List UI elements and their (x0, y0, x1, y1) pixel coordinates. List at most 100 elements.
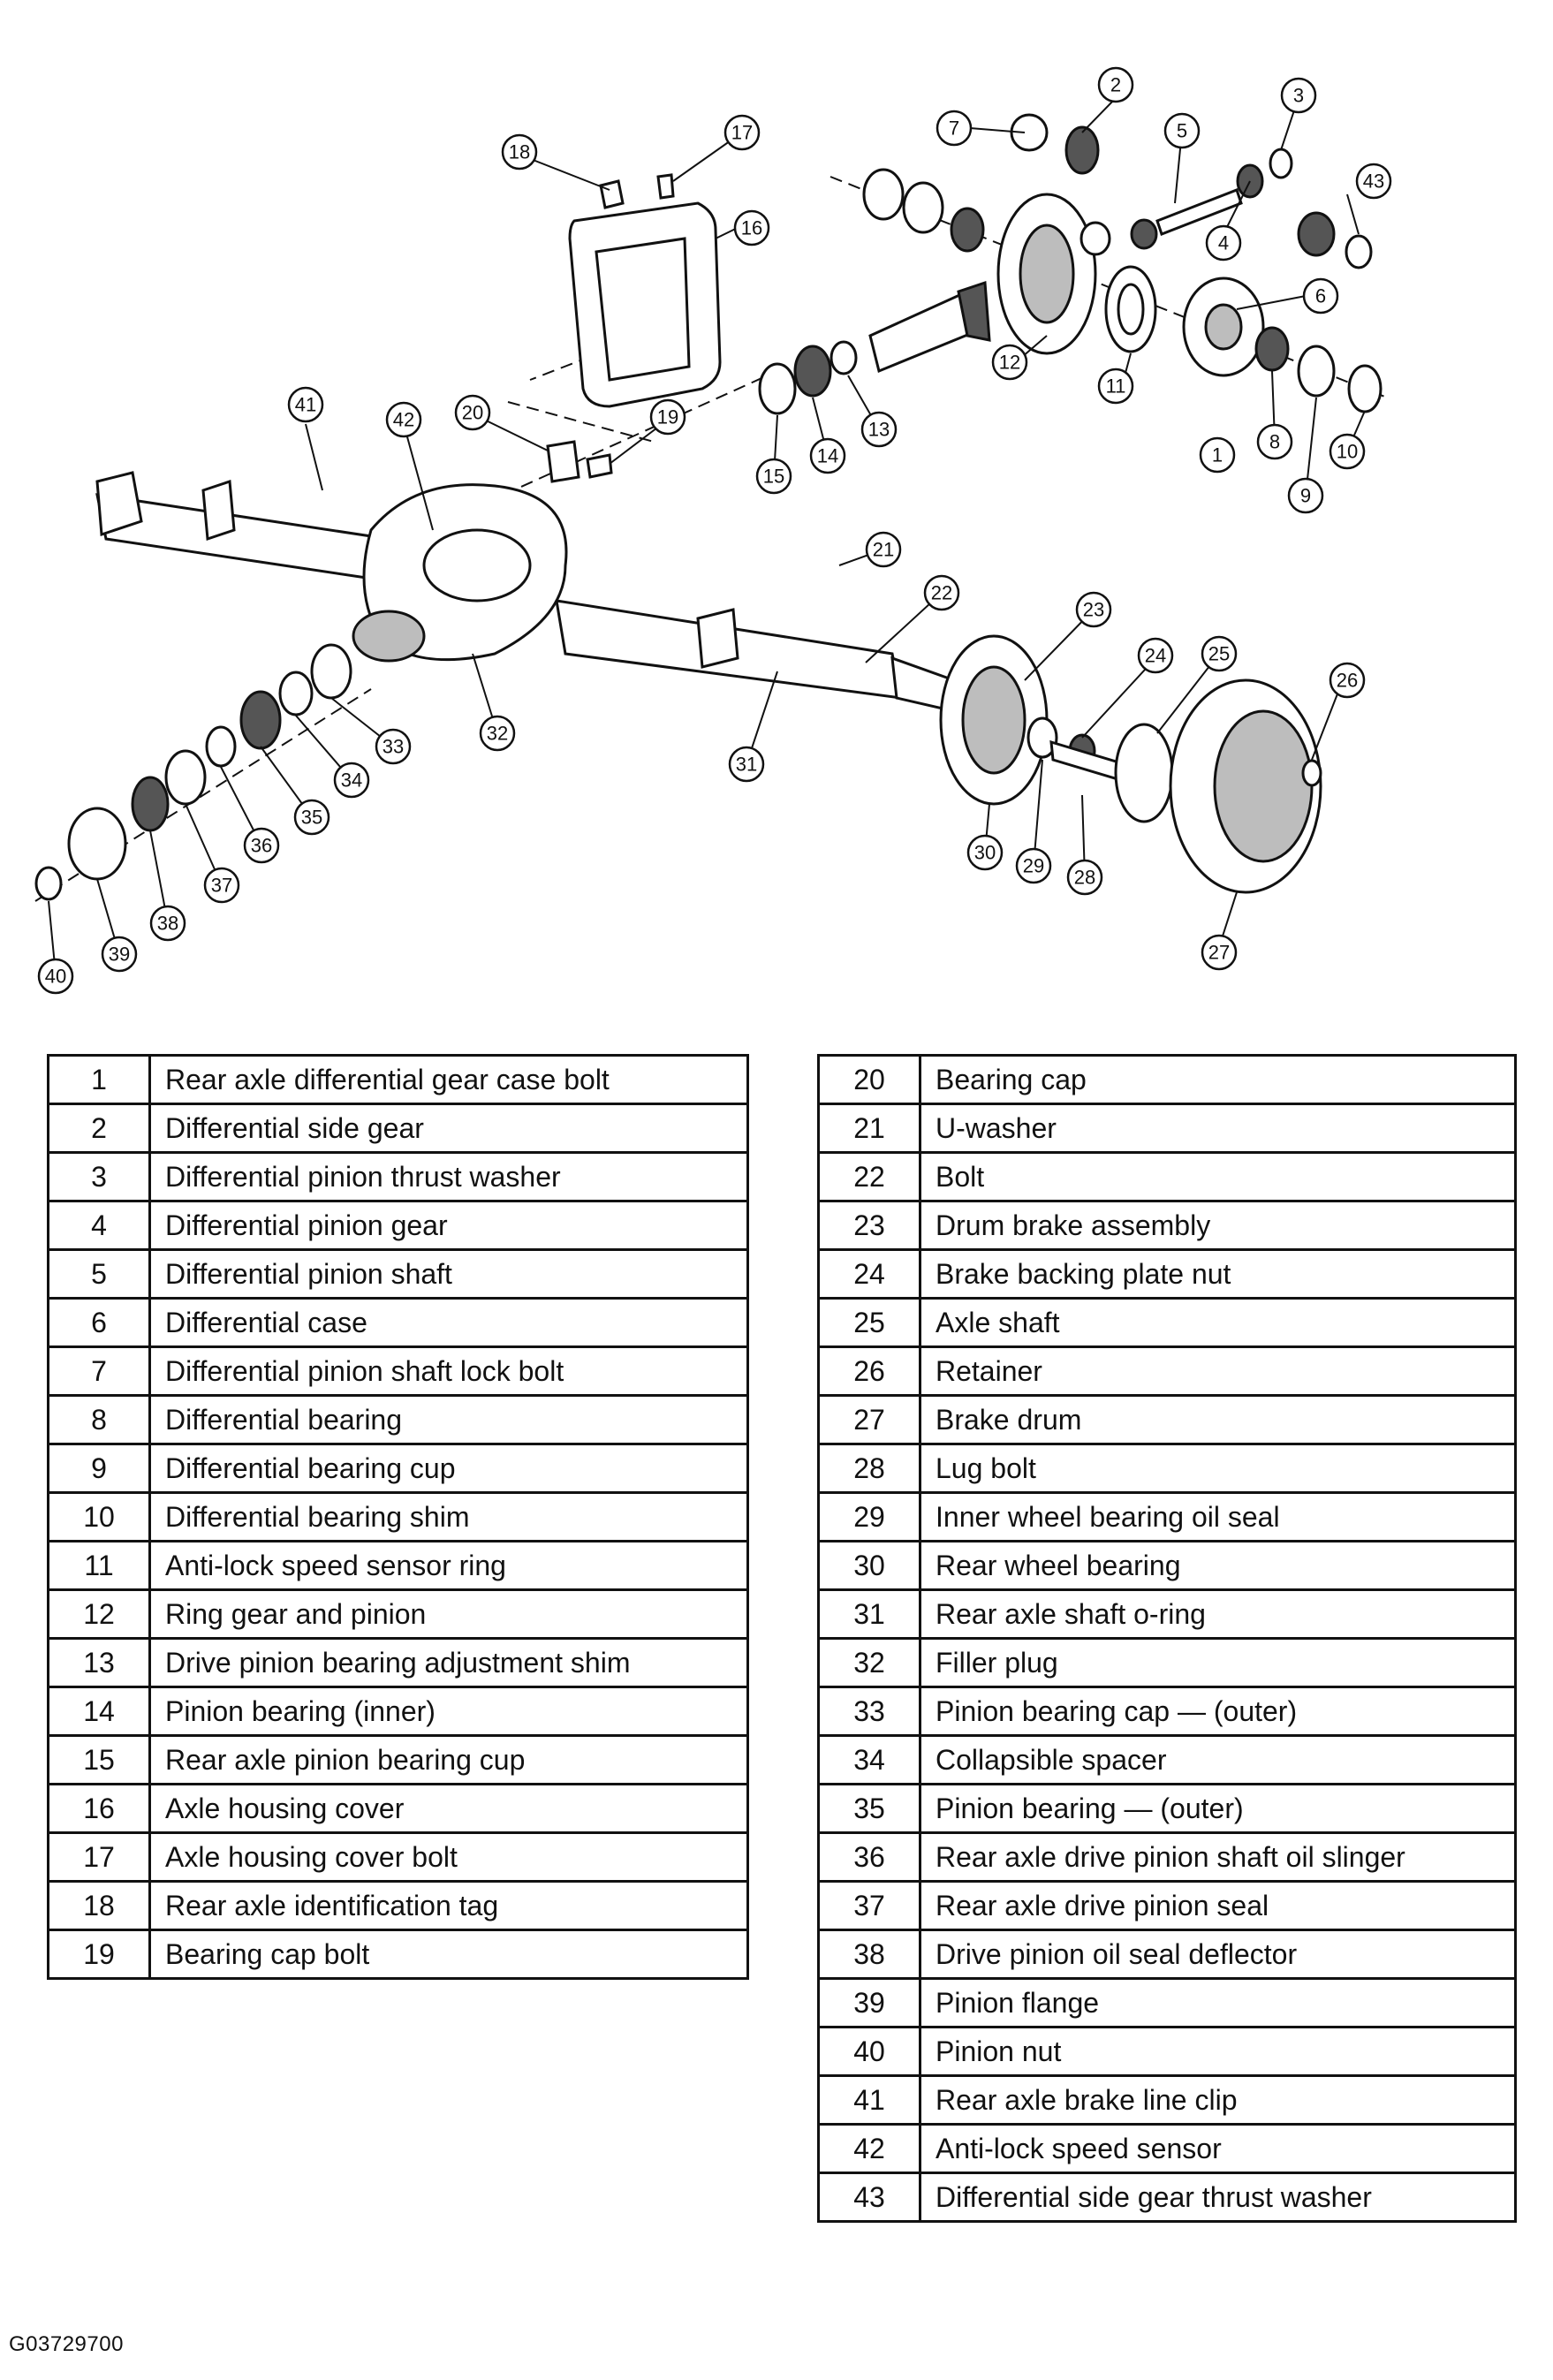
differential-case (1182, 277, 1265, 377)
part-number: 12 (47, 1588, 151, 1640)
callout-circle (287, 386, 324, 423)
callout-circle (1287, 477, 1324, 514)
callout-29: 29 (1015, 847, 1052, 884)
callout-number: 18 (509, 141, 530, 163)
callout-circle (1205, 224, 1242, 261)
part-description: Rear axle drive pinion shaft oil slinger (919, 1831, 1517, 1883)
callout-number: 13 (868, 419, 890, 441)
callout-number: 16 (741, 217, 762, 239)
callout-circle (809, 437, 846, 474)
part-number: 9 (47, 1443, 151, 1494)
callout-41: 41 (287, 386, 324, 423)
callout-24: 24 (1137, 637, 1174, 674)
callout-circle (649, 398, 686, 436)
callout-26: 26 (1329, 662, 1366, 699)
callout-number: 29 (1023, 855, 1044, 877)
callout-circle (1137, 637, 1174, 674)
callout-2: 2 (1097, 66, 1134, 103)
callout-circle (1280, 77, 1317, 114)
part-description: Bearing cap (919, 1054, 1517, 1105)
callout-circle (101, 936, 138, 973)
exploded-axle-diagram: 1234567891011121314151617181920212223242… (34, 66, 1392, 995)
part-number: 22 (817, 1151, 921, 1202)
part-number: 34 (817, 1734, 921, 1785)
callout-circle (243, 827, 280, 864)
callout-circle (385, 401, 422, 438)
callout-number: 23 (1083, 599, 1104, 621)
part-description: Differential case (148, 1297, 749, 1348)
callout-circle (454, 394, 491, 431)
part-description: Differential side gear thrust washer (919, 2172, 1517, 2223)
part-description: U-washer (919, 1103, 1517, 1154)
part-description: Differential pinion shaft (148, 1248, 749, 1300)
callout-number: 11 (1106, 375, 1126, 398)
callout-40: 40 (37, 958, 74, 995)
part-number: 11 (47, 1540, 151, 1591)
part-number: 36 (817, 1831, 921, 1883)
callout-circle (1199, 436, 1236, 474)
part-number: 14 (47, 1686, 151, 1737)
callout-number: 14 (817, 445, 838, 467)
callout-10: 10 (1329, 433, 1366, 470)
part-description: Rear axle differential gear case bolt (148, 1054, 749, 1105)
callout-number: 4 (1218, 232, 1229, 254)
callout-number: 27 (1208, 942, 1230, 964)
callout-28: 28 (1066, 859, 1103, 896)
callout-number: 8 (1269, 431, 1280, 453)
callout-20: 20 (454, 394, 491, 431)
callout-number: 17 (731, 122, 753, 144)
callout-number: 2 (1110, 74, 1121, 96)
part-description: Retainer (919, 1345, 1517, 1397)
part-description: Brake backing plate nut (919, 1248, 1517, 1300)
callout-number: 36 (251, 835, 272, 857)
callout-12: 12 (991, 344, 1028, 381)
callout-11: 11 (1097, 368, 1134, 405)
part-number: 26 (817, 1345, 921, 1397)
callout-number: 37 (211, 875, 232, 897)
callout-5: 5 (1163, 112, 1201, 149)
part-description: Drum brake assembly (919, 1200, 1517, 1251)
part-description: Axle housing cover (148, 1783, 749, 1834)
part-number: 21 (817, 1103, 921, 1154)
part-number: 4 (47, 1200, 151, 1251)
part-description: Rear axle pinion bearing cup (148, 1734, 749, 1785)
part-number: 33 (817, 1686, 921, 1737)
axle-housing (95, 471, 956, 713)
callout-3: 3 (1280, 77, 1317, 114)
callout-42: 42 (385, 401, 422, 438)
part-description: Differential bearing shim (148, 1491, 749, 1542)
part-description: Rear wheel bearing (919, 1540, 1517, 1591)
callout-circle (479, 715, 516, 752)
callout-number: 42 (393, 409, 414, 431)
part-description: Rear axle drive pinion seal (919, 1880, 1517, 1931)
callout-16: 16 (733, 209, 770, 246)
callout-13: 13 (860, 411, 898, 448)
callout-number: 15 (763, 466, 784, 488)
part-description: Anti-lock speed sensor (919, 2123, 1517, 2174)
callout-circle (333, 762, 370, 799)
part-number: 27 (817, 1394, 921, 1445)
part-description: Pinion flange (919, 1977, 1517, 2028)
callout-36: 36 (243, 827, 280, 864)
callout-number: 24 (1145, 645, 1166, 667)
part-number: 1 (47, 1054, 151, 1105)
callout-number: 21 (873, 539, 894, 561)
callout-circle (991, 344, 1028, 381)
